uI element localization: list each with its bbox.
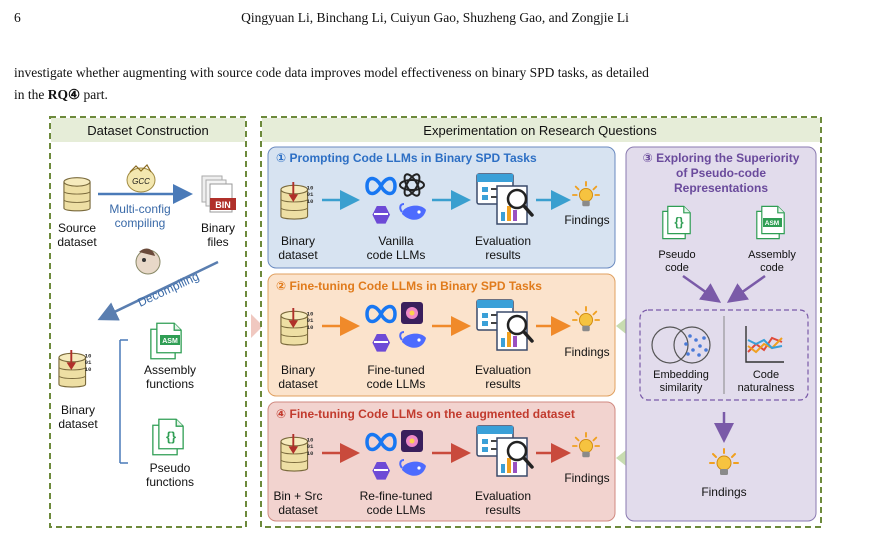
dataset-construction-panel: Dataset Construction Source dataset GCC … xyxy=(49,116,247,528)
pseudo-code-doc-icon: {} xyxy=(662,205,691,240)
rq2-title: ② Fine-tuning Code LLMs in Binary SPD Ta… xyxy=(276,279,542,293)
experimentation-title: Experimentation on Research Questions xyxy=(423,123,657,138)
svg-text:{}: {} xyxy=(674,215,684,229)
svg-text:{}: {} xyxy=(166,429,176,444)
connector-arrow xyxy=(251,314,263,338)
svg-text:ASM: ASM xyxy=(162,338,178,345)
pseudo-functions-label-1: Pseudo xyxy=(150,461,191,475)
rq4-reference: RQ④ xyxy=(47,87,81,102)
rq2-models-label-1: Fine-tuned xyxy=(367,363,424,377)
rq3-title-line-2: of Pseudo-code xyxy=(676,166,766,180)
code-naturalness-icon xyxy=(745,326,784,363)
assembly-functions-icon: ASM xyxy=(150,322,182,360)
compile-step-label-1: Multi-config xyxy=(109,202,170,216)
rq2-models-label-2: code LLMs xyxy=(367,377,426,391)
rq2-findings-label: Findings xyxy=(564,345,609,359)
rq1-title: ① Prompting Code LLMs in Binary SPD Task… xyxy=(276,151,537,165)
rq3-findings-label: Findings xyxy=(701,485,746,499)
rq4-input-label-2: dataset xyxy=(278,503,318,517)
gcc-icon: GCC xyxy=(126,164,156,193)
split-bracket xyxy=(119,339,128,464)
rq3-connector-top xyxy=(616,318,626,334)
dataset-construction-title: Dataset Construction xyxy=(87,123,208,138)
decompile-arrow xyxy=(97,260,219,321)
rq1-findings-label: Findings xyxy=(564,213,609,227)
svg-text:GCC: GCC xyxy=(132,177,150,186)
rq4-models-label-1: Re-fine-tuned xyxy=(360,489,433,503)
svg-text:BIN: BIN xyxy=(215,200,231,210)
assembly-code-doc-icon: ASM xyxy=(756,205,785,240)
rq3-title-line-1: ③ Exploring the Superiority xyxy=(643,151,800,165)
rq3-assembly-label-1: Assembly xyxy=(748,249,796,261)
rq1-panel: ① Prompting Code LLMs in Binary SPD Task… xyxy=(267,146,616,269)
svg-text:ASM: ASM xyxy=(765,220,779,227)
rq4-eval-label-2: results xyxy=(485,503,520,517)
rq1-models-label-2: code LLMs xyxy=(367,248,426,262)
binary-dataset-label-2: dataset xyxy=(58,417,98,431)
compile-step-label-2: compiling xyxy=(115,216,166,230)
rq3-pseudo-label-1: Pseudo xyxy=(658,249,695,261)
binary-dataset-label-1: Binary xyxy=(61,403,95,417)
rq4-models-label-2: code LLMs xyxy=(367,503,426,517)
assembly-functions-label-2: functions xyxy=(146,377,194,391)
rq4-input-label-1: Bin + Src xyxy=(273,489,322,503)
rq2-eval-label-2: results xyxy=(485,377,520,391)
rq4-panel: ④ Fine-tuning Code LLMs on the augmented… xyxy=(267,401,616,522)
rq3-embedding-label-1: Embedding xyxy=(653,369,709,381)
binary-files-icon: BIN xyxy=(201,175,236,213)
pseudo-functions-icon: {} xyxy=(152,418,184,456)
binary-files-label-1: Binary xyxy=(201,221,235,235)
rq1-input-label-2: dataset xyxy=(278,248,318,262)
rq2-input-label-1: Binary xyxy=(281,363,315,377)
rq3-connector-bottom xyxy=(616,450,626,466)
rq3-naturalness-label-2: naturalness xyxy=(738,382,795,394)
source-dataset-label-1: Source xyxy=(58,221,96,235)
rq1-models-label-1: Vanilla xyxy=(378,234,413,248)
rq4-title: ④ Fine-tuning Code LLMs on the augmented… xyxy=(276,407,575,421)
body-text-line-1: investigate whether augmenting with sour… xyxy=(14,65,649,80)
rq3-embedding-label-2: similarity xyxy=(660,382,703,394)
rq2-eval-label-1: Evaluation xyxy=(475,363,531,377)
source-dataset-label-2: dataset xyxy=(57,235,97,249)
page-number: 6 xyxy=(14,10,21,25)
rq3-pseudo-label-2: code xyxy=(665,262,689,274)
rq1-eval-label-1: Evaluation xyxy=(475,234,531,248)
rq4-findings-label: Findings xyxy=(564,471,609,485)
body-text-line-2: in the RQ④ part. xyxy=(14,87,108,102)
rq3-title-line-3: Representations xyxy=(674,181,768,195)
binary-files-label-2: files xyxy=(207,235,228,249)
rq2-input-label-2: dataset xyxy=(278,377,318,391)
assembly-functions-label-1: Assembly xyxy=(144,363,196,377)
rq3-naturalness-label-1: Code xyxy=(753,369,779,381)
pseudo-functions-label-2: functions xyxy=(146,475,194,489)
embedding-similarity-icon xyxy=(651,326,711,364)
source-dataset-icon xyxy=(63,177,91,212)
rq4-eval-label-1: Evaluation xyxy=(475,489,531,503)
running-header-authors: Qingyuan Li, Binchang Li, Cuiyun Gao, Sh… xyxy=(241,10,629,25)
rq3-panel: ③ Exploring the Superiority of Pseudo-co… xyxy=(625,146,817,522)
experimentation-panel: Experimentation on Research Questions ① … xyxy=(260,116,822,528)
analysis-group xyxy=(639,309,809,401)
rq3-assembly-label-2: code xyxy=(760,262,784,274)
decompiler-logo-icon xyxy=(135,248,161,275)
rq2-panel: ② Fine-tuning Code LLMs in Binary SPD Ta… xyxy=(267,273,616,397)
rq1-input-label-1: Binary xyxy=(281,234,315,248)
rq1-eval-label-2: results xyxy=(485,248,520,262)
